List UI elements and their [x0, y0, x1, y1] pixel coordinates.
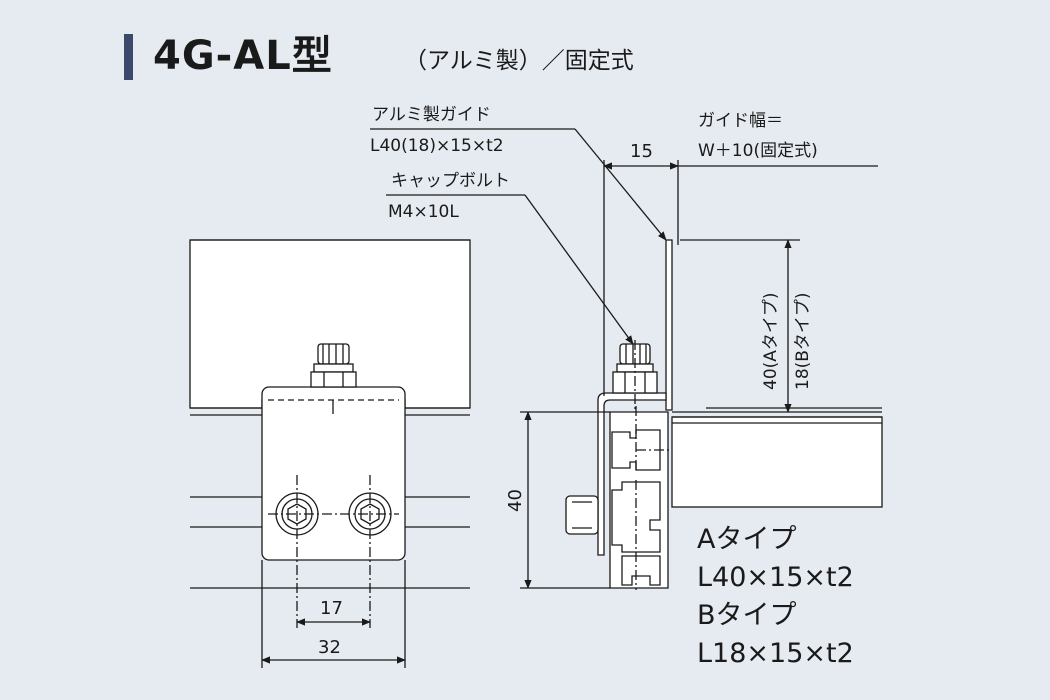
dim-vertical-40a: 40(Aタイプ)	[761, 292, 781, 390]
bolt-name-label: キャップボルト	[391, 171, 510, 191]
aluminum-frame-profile	[609, 411, 669, 589]
guide-width-formula: W＋10(固定式)	[698, 141, 818, 161]
type-a-name: Aタイプ	[697, 524, 796, 555]
type-b-name: Bタイプ	[697, 600, 797, 631]
title-accent-bar	[124, 34, 133, 80]
page-subtitle: （アルミ製）／固定式	[404, 48, 634, 74]
type-a-spec: L40×15×t2	[697, 562, 854, 593]
guide-width-label: ガイド幅＝	[698, 111, 783, 131]
belt-section	[671, 416, 883, 508]
guide-name-label: アルミ製ガイド	[372, 105, 491, 125]
dim-vertical-18b: 18(Bタイプ)	[793, 292, 813, 390]
type-b-spec: L18×15×t2	[697, 638, 854, 669]
dim-bracket-width-32: 32	[318, 637, 341, 658]
dim-hole-pitch-17: 17	[320, 598, 343, 619]
aluminum-guide-angle	[665, 239, 673, 411]
page-title: 4G-AL型	[153, 33, 333, 79]
bolt-spec-label: M4×10L	[388, 202, 459, 222]
dim-top-15: 15	[630, 141, 653, 162]
hex-bolt-side	[565, 495, 599, 535]
dim-frame-40: 40	[505, 489, 526, 512]
nut-front	[310, 371, 357, 388]
front-view	[189, 239, 471, 668]
side-view	[370, 128, 883, 590]
guide-spec-label: L40(18)×15×t2	[370, 136, 504, 156]
